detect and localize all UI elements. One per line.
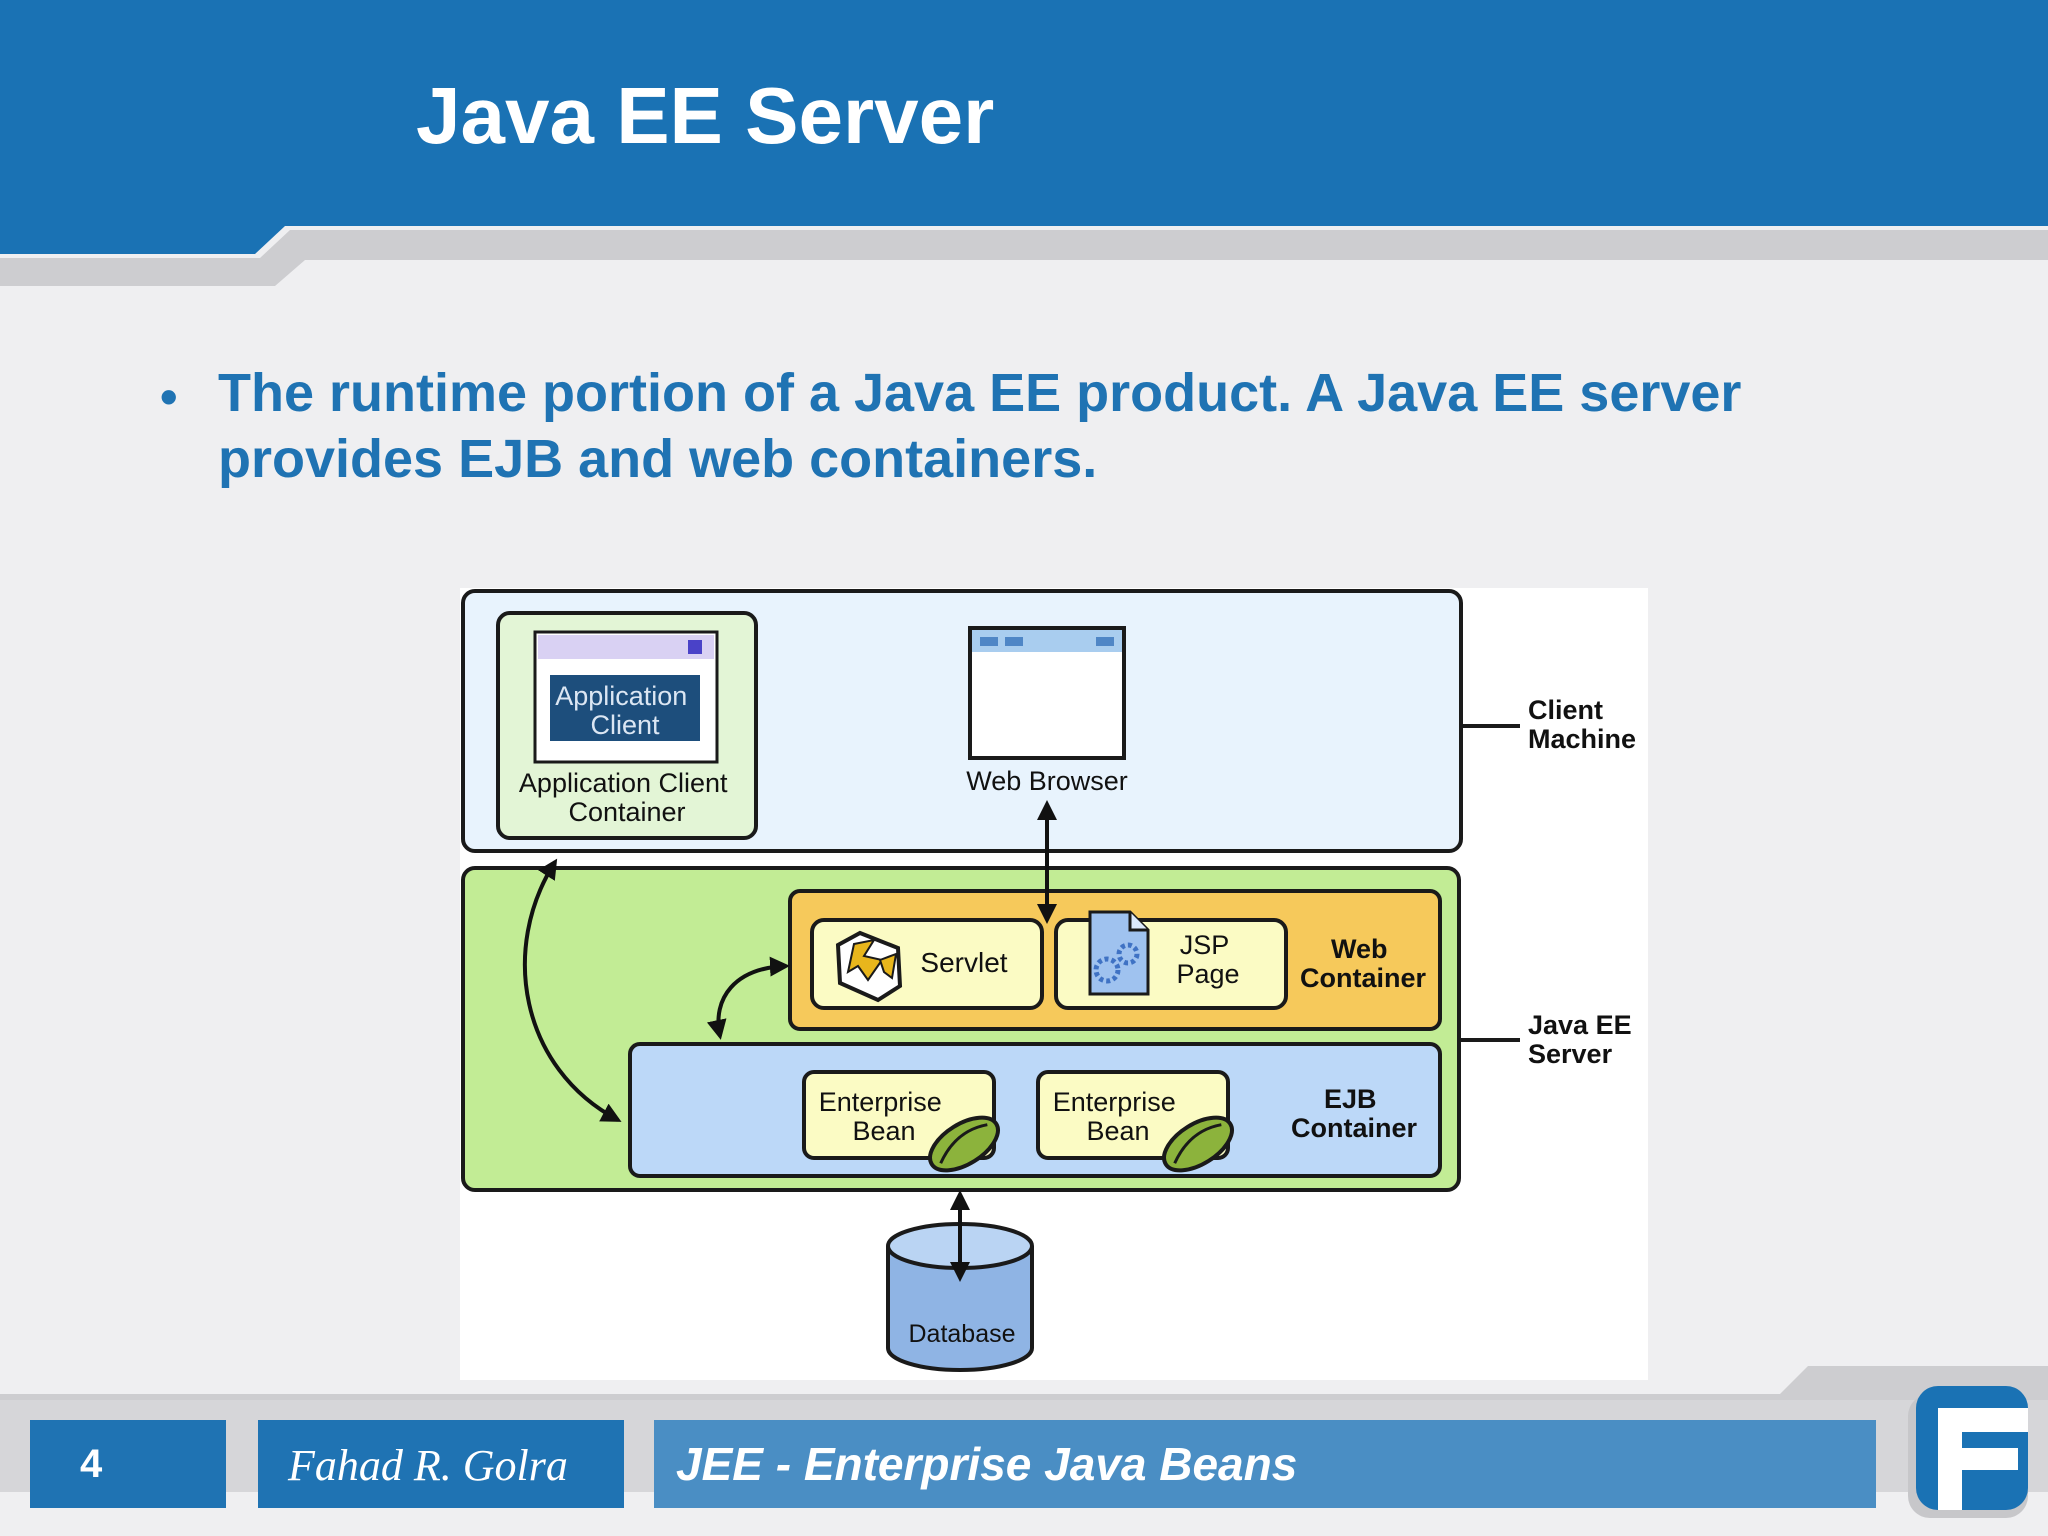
bean-icon	[928, 1115, 1000, 1173]
course-title-box: JEE - Enterprise Java Beans	[654, 1420, 1876, 1508]
browser-toolbar-icon	[1096, 637, 1114, 646]
enterprise-bean-label: Enterprise Bean	[1053, 1087, 1184, 1146]
header-blue-bar	[0, 0, 2048, 254]
servlet-icon	[835, 930, 903, 1003]
application-client-label: Application Client	[555, 681, 695, 740]
browser-toolbar-icon	[1005, 637, 1023, 646]
browser-toolbar-icon	[980, 637, 998, 646]
java-ee-diagram: Application Client Application Client Co…	[460, 588, 1648, 1380]
header-band	[0, 0, 2048, 286]
app-window-titlebar	[538, 635, 714, 659]
web-browser-label: Web Browser	[966, 766, 1128, 796]
web-to-ejb-arrow	[706, 956, 790, 1040]
logo	[1908, 1386, 2028, 1518]
author-signature-box: Fahad R. Golra	[258, 1420, 624, 1508]
enterprise-bean-label: Enterprise Bean	[819, 1087, 950, 1146]
page-title: Java EE Server	[416, 71, 995, 160]
database-label: Database	[908, 1320, 1015, 1348]
client-machine-label: Client Machine	[1528, 695, 1636, 754]
java-ee-server-label: Java EE Server	[1528, 1010, 1639, 1069]
bullet-text: The runtime portion of a Java EE product…	[218, 363, 1742, 489]
ejb-container-label: EJB Container	[1291, 1084, 1418, 1143]
bullet-dot: •	[160, 369, 178, 425]
jsp-page-icon	[1088, 910, 1150, 996]
header-gray-stripe	[0, 230, 2048, 286]
servlet-label: Servlet	[920, 947, 1007, 978]
page-number: 4	[30, 1420, 226, 1508]
appclient-to-ejb-arrow	[522, 858, 622, 1122]
jsp-page-label: JSP Page	[1176, 930, 1239, 989]
author-signature: Fahad R. Golra	[287, 1441, 568, 1490]
app-window-content	[550, 675, 700, 741]
bean-icon	[1162, 1115, 1234, 1173]
footer-gray-stripe	[0, 1366, 2048, 1400]
svg-text:Fahad R. Golra: Fahad R. Golra	[287, 1441, 568, 1490]
ejb-container	[628, 1042, 1442, 1178]
course-title: JEE - Enterprise Java Beans	[676, 1438, 1298, 1490]
web-browser-titlebar	[972, 630, 1122, 652]
application-client-container-label: Application Client Container	[519, 768, 735, 827]
app-window-button	[688, 640, 702, 654]
web-container-label: Web Container	[1300, 934, 1427, 993]
